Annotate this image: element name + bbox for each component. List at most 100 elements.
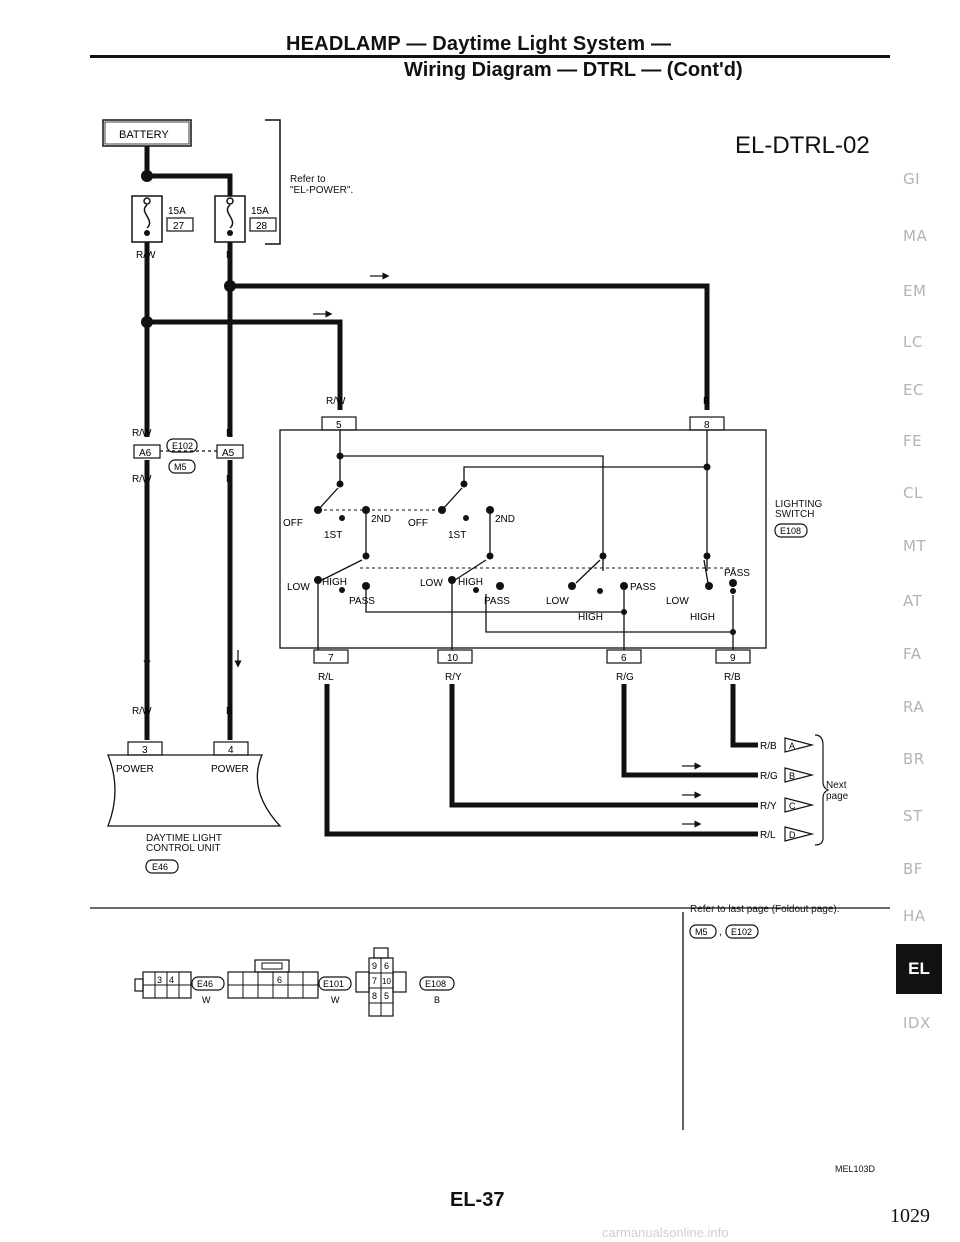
svg-text:R/L: R/L (760, 830, 776, 841)
side-tab-gi[interactable]: GI (903, 170, 921, 188)
diagram-code: EL-DTRL-02 (735, 132, 870, 159)
svg-text:B: B (789, 771, 795, 781)
lighting-switch: R/W R 5 8 OFF 2ND 1ST OFF 2ND 1ST (279, 396, 767, 683)
svg-text:9: 9 (372, 961, 377, 971)
side-tab-fe[interactable]: FE (903, 432, 923, 450)
side-tab-em[interactable]: EM (903, 282, 927, 300)
svg-text:R/L: R/L (318, 672, 334, 683)
svg-text:A: A (789, 741, 795, 751)
svg-text:OFF: OFF (283, 518, 303, 529)
daytime-light-control-unit: R/W R 3 4 POWER POWER E46 (107, 706, 282, 874)
svg-text:R/W: R/W (326, 396, 346, 407)
battery: BATTERY (102, 119, 192, 147)
svg-text:POWER: POWER (211, 764, 249, 775)
svg-text:HIGH: HIGH (458, 577, 483, 588)
svg-text:15A: 15A (168, 206, 186, 217)
svg-text:OFF: OFF (408, 518, 428, 529)
svg-text:E46: E46 (197, 979, 213, 989)
side-tab-ma[interactable]: MA (903, 227, 928, 245)
svg-text:E108: E108 (425, 979, 446, 989)
svg-text:3: 3 (157, 975, 162, 985)
side-tab-mt[interactable]: MT (903, 537, 927, 555)
svg-text:7: 7 (372, 976, 377, 986)
side-tab-br[interactable]: BR (903, 750, 925, 768)
side-tab-bf[interactable]: BF (903, 860, 923, 878)
svg-text:W: W (202, 995, 211, 1005)
svg-text:E101: E101 (323, 979, 344, 989)
svg-text:POWER: POWER (116, 764, 154, 775)
svg-text:10: 10 (447, 653, 459, 664)
svg-text:15A: 15A (251, 206, 269, 217)
svg-text:27: 27 (173, 221, 185, 232)
svg-text:5: 5 (384, 991, 389, 1001)
svg-text:LOW: LOW (546, 596, 569, 607)
power-ref-note: Refer to"EL-POWER". (290, 174, 354, 196)
side-tab-lc[interactable]: LC (903, 333, 923, 351)
svg-text:1ST: 1ST (324, 530, 342, 541)
side-tab-fa[interactable]: FA (903, 645, 922, 663)
svg-text:M5: M5 (174, 462, 187, 472)
svg-text:4: 4 (228, 745, 234, 756)
svg-text:M5: M5 (695, 927, 708, 937)
svg-text:E108: E108 (780, 526, 801, 536)
svg-text:6: 6 (621, 653, 627, 664)
svg-text:E46: E46 (152, 862, 168, 872)
svg-text:R/W: R/W (132, 428, 152, 439)
svg-text:R/W: R/W (132, 474, 152, 485)
conn-e102-badge (725, 924, 759, 939)
svg-text:7: 7 (328, 653, 334, 664)
svg-text:R: R (703, 396, 710, 407)
fuse-28: 15A 28 R (214, 195, 277, 261)
ref-last-page-note: Refer to last page (Foldout page). (690, 904, 840, 915)
svg-text:B: B (434, 995, 440, 1005)
svg-text:2ND: 2ND (495, 514, 515, 525)
page-label: EL-37 (450, 1189, 505, 1211)
svg-text:9: 9 (730, 653, 736, 664)
side-tab-ec[interactable]: EC (903, 381, 924, 399)
fuse-27: 15A 27 R/W (131, 195, 194, 261)
side-tab-ra[interactable]: RA (903, 698, 925, 716)
svg-text:D: D (789, 830, 796, 840)
power-ref-bracket (265, 119, 281, 245)
svg-text:4: 4 (169, 975, 174, 985)
svg-text:LOW: LOW (666, 596, 689, 607)
side-tab-at[interactable]: AT (903, 592, 923, 610)
svg-text:10: 10 (382, 977, 391, 986)
svg-text:R/B: R/B (760, 741, 777, 752)
connector-face-e46: 3 4 E46 W (134, 971, 225, 1005)
svg-text:E102: E102 (172, 441, 193, 451)
svg-text:R/Y: R/Y (760, 801, 777, 812)
side-tab-ha[interactable]: HA (903, 907, 926, 925)
conn-m5-badge (689, 924, 717, 939)
svg-text:2ND: 2ND (371, 514, 391, 525)
next-page-connectors: R/B A R/G B R/Y C R/L D (760, 734, 830, 846)
svg-text:R/G: R/G (760, 771, 778, 782)
side-tab-st[interactable]: ST (903, 807, 923, 825)
watermark: carmanualsonline.info (602, 1225, 729, 1240)
svg-text:A5: A5 (222, 448, 235, 459)
svg-text:PASS: PASS (349, 596, 375, 607)
side-tab-el-active[interactable]: EL (896, 944, 942, 994)
connector-face-e101: 6 E101 W (227, 959, 352, 1005)
svg-text:R: R (226, 706, 233, 717)
side-tab-idx[interactable]: IDX (903, 1014, 931, 1032)
svg-text:8: 8 (704, 420, 710, 431)
svg-text:W: W (331, 995, 340, 1005)
svg-text:6: 6 (277, 975, 282, 985)
svg-text:28: 28 (256, 221, 268, 232)
svg-text:A6: A6 (139, 448, 152, 459)
page-title: HEADLAMP — Daytime Light System — (286, 33, 672, 55)
page-number: 1029 (890, 1205, 930, 1227)
svg-text:R/W: R/W (132, 706, 152, 717)
svg-text:HIGH: HIGH (578, 612, 603, 623)
side-tab-cl[interactable]: CL (903, 484, 923, 502)
svg-text:,: , (719, 927, 722, 938)
svg-text:LOW: LOW (287, 582, 310, 593)
svg-text:R/Y: R/Y (445, 672, 462, 683)
title-rule (90, 55, 890, 58)
svg-text:8: 8 (372, 991, 377, 1001)
svg-text:PASS: PASS (724, 568, 750, 579)
